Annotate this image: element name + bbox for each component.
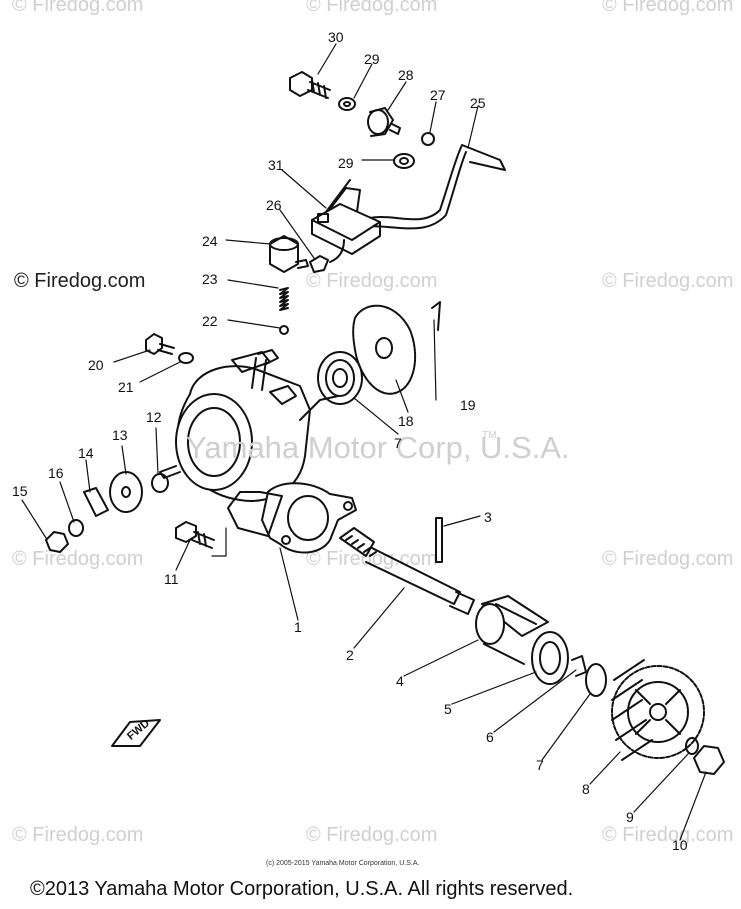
watermark-firedog: © Firedog.com	[12, 548, 144, 570]
drive-shaft-2-icon	[339, 527, 475, 615]
footer-copyright: ©2013 Yamaha Motor Corporation, U.S.A. A…	[30, 878, 574, 900]
washer-16-icon	[68, 519, 84, 537]
pin-19-icon	[431, 301, 441, 331]
watermark-firedog: © Firedog.com	[602, 824, 734, 846]
sleeve-4-icon	[475, 595, 549, 665]
pin-3-icon	[435, 517, 443, 563]
washer-29b-icon	[393, 153, 415, 169]
plate-18-icon	[352, 304, 417, 395]
callout-4: 4	[396, 673, 404, 689]
plate-13-icon	[109, 471, 143, 513]
callout-20: 20	[88, 357, 104, 373]
callout-5: 5	[444, 701, 452, 717]
callout-7: 7	[394, 435, 402, 451]
bearing-7-icon	[317, 351, 363, 405]
nut-15-icon	[45, 531, 69, 553]
watermark-trademark: Yamaha Motor Corp, U.S.A.	[186, 430, 570, 465]
watermark-firedog: © Firedog.com	[306, 270, 438, 292]
watermark-firedog: © Firedog.com	[602, 270, 734, 292]
pump-flange-icon	[227, 491, 283, 537]
washer-7-icon	[585, 663, 607, 697]
washer-21-icon	[178, 352, 194, 364]
callout-15: 15	[12, 483, 28, 499]
callout-24: 24	[202, 233, 218, 249]
pin-14-icon	[83, 487, 109, 517]
bolt-11-icon	[175, 521, 215, 549]
callout-9: 9	[626, 809, 634, 825]
watermark-firedog: © Firedog.com	[602, 0, 734, 16]
callout-16: 16	[48, 465, 64, 481]
fitting-26-icon	[309, 255, 329, 273]
oil-pump-body-icon	[175, 349, 339, 502]
callout-11: 11	[164, 571, 179, 587]
watermark-firedog: © Firedog.com	[12, 0, 144, 16]
callout-22: 22	[202, 313, 218, 329]
clip-6-icon	[571, 655, 587, 677]
oil-pipe-25-icon	[319, 144, 506, 230]
callout-12: 12	[146, 409, 162, 425]
watermark-firedog-dark: © Firedog.com	[14, 270, 146, 292]
gear-8-icon	[611, 659, 705, 761]
callout-23: 23	[202, 271, 218, 287]
callout-1: 1	[294, 619, 302, 635]
watermark-firedog: © Firedog.com	[602, 548, 734, 570]
callout-2: 2	[346, 647, 354, 663]
copyright-small: (c) 2005-2015 Yamaha Motor Corporation, …	[266, 860, 420, 867]
ball-22-icon	[279, 325, 289, 335]
gasket-1-icon	[261, 482, 357, 554]
callout-29: 29	[364, 51, 380, 67]
callout-8: 8	[582, 781, 590, 797]
callout-27: 27	[430, 87, 446, 103]
callout-6: 6	[486, 729, 494, 745]
washer-12-icon	[151, 473, 169, 493]
fwd-arrow-icon	[111, 719, 161, 747]
callout-10: 10	[672, 837, 688, 853]
watermark-tm: TM	[482, 430, 497, 441]
callout-28: 28	[398, 67, 414, 83]
pump-shaft-stub-icon	[159, 465, 181, 479]
callout-3: 3	[484, 509, 492, 525]
callout-18: 18	[398, 413, 414, 429]
bolt-20-icon	[145, 333, 175, 355]
washer-29-icon	[338, 97, 356, 111]
nut-10-icon	[693, 745, 725, 775]
callout-7b: 7	[536, 757, 544, 773]
nut-27-icon	[421, 132, 435, 146]
pipe-bracket-31-icon	[311, 203, 381, 255]
callout-31: 31	[268, 157, 284, 173]
watermark-firedog: © Firedog.com	[12, 824, 144, 846]
callout-30: 30	[328, 29, 344, 45]
callout-13: 13	[112, 427, 128, 443]
banjo-fitting-28-icon	[367, 107, 401, 137]
watermark-firedog: © Firedog.com	[306, 824, 438, 846]
bolt-30-icon	[289, 71, 331, 99]
callout-29b: 29	[338, 155, 354, 171]
callout-14: 14	[78, 445, 94, 461]
callout-21: 21	[118, 379, 134, 395]
spring-23-icon	[279, 287, 289, 311]
washer-9-icon	[685, 737, 699, 755]
callout-25: 25	[470, 95, 486, 111]
bearing-5-icon	[531, 631, 569, 685]
callout-19: 19	[460, 397, 476, 413]
callout-26: 26	[266, 197, 282, 213]
watermark-firedog: © Firedog.com	[306, 0, 438, 16]
